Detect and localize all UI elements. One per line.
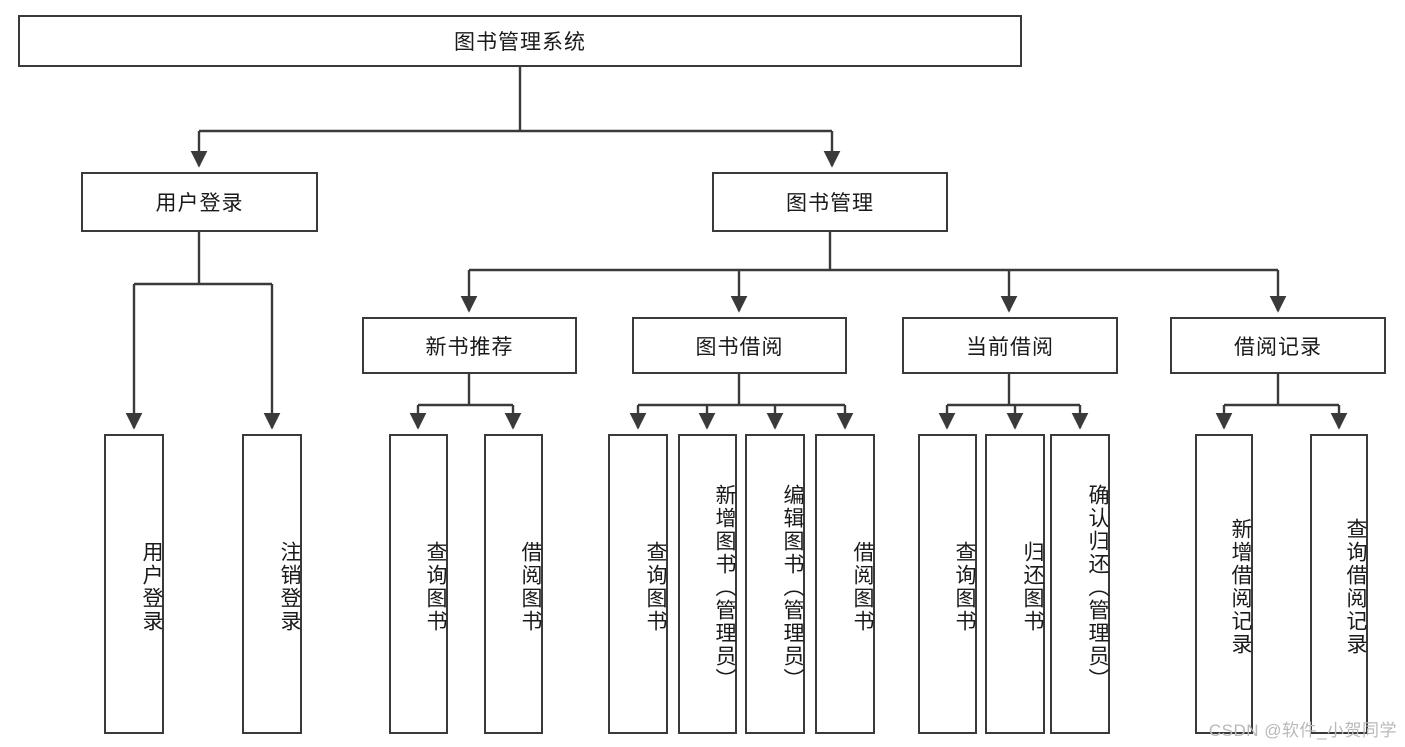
- node-leaf-query-book-current[interactable]: 查询图书: [918, 434, 977, 734]
- node-leaf-borrow-book-rec[interactable]: 借阅图书: [484, 434, 543, 734]
- node-leaf-confirm-return-label: 确认归还（管理员）: [1086, 483, 1109, 691]
- node-leaf-add-book-label: 新增图书（管理员）: [713, 483, 736, 691]
- node-leaf-user-logout[interactable]: 注销登录: [242, 434, 302, 734]
- node-leaf-borrow-book-label: 借阅图书: [851, 541, 874, 633]
- node-leaf-return-book-label: 归还图书: [1021, 541, 1044, 633]
- node-leaf-query-book-rec[interactable]: 查询图书: [389, 434, 448, 734]
- node-leaf-add-borrow-record[interactable]: 新增借阅记录: [1195, 434, 1253, 734]
- node-leaf-add-borrow-record-label: 新增借阅记录: [1229, 518, 1252, 656]
- node-leaf-edit-book-label: 编辑图书（管理员）: [781, 483, 804, 691]
- node-current-borrow[interactable]: 当前借阅: [902, 317, 1118, 374]
- node-leaf-query-book-borrow[interactable]: 查询图书: [608, 434, 668, 734]
- node-user-login-label: 用户登录: [155, 192, 244, 215]
- node-book-manage-label: 图书管理: [786, 192, 874, 215]
- node-book-borrow-label: 图书借阅: [695, 335, 784, 359]
- node-root-label: 图书管理系统: [454, 31, 586, 54]
- node-leaf-query-borrow-record[interactable]: 查询借阅记录: [1310, 434, 1368, 734]
- node-new-book-rec[interactable]: 新书推荐: [362, 317, 577, 374]
- node-leaf-borrow-book-rec-label: 借阅图书: [519, 541, 542, 633]
- node-leaf-user-login[interactable]: 用户登录: [104, 434, 164, 734]
- node-current-borrow-label: 当前借阅: [966, 335, 1054, 359]
- node-leaf-return-book[interactable]: 归还图书: [985, 434, 1045, 734]
- node-leaf-query-book-borrow-label: 查询图书: [644, 541, 667, 633]
- node-root[interactable]: 图书管理系统: [18, 15, 1022, 67]
- node-leaf-user-logout-label: 注销登录: [278, 541, 301, 633]
- node-leaf-add-book[interactable]: 新增图书（管理员）: [678, 434, 737, 734]
- node-user-login[interactable]: 用户登录: [81, 172, 318, 232]
- node-leaf-user-login-label: 用户登录: [140, 541, 163, 633]
- node-book-manage[interactable]: 图书管理: [712, 172, 948, 232]
- node-leaf-query-book-current-label: 查询图书: [953, 541, 976, 633]
- node-leaf-query-book-rec-label: 查询图书: [424, 541, 447, 633]
- node-leaf-query-borrow-record-label: 查询借阅记录: [1344, 518, 1367, 656]
- node-leaf-edit-book[interactable]: 编辑图书（管理员）: [745, 434, 805, 734]
- node-borrow-record[interactable]: 借阅记录: [1170, 317, 1386, 374]
- node-borrow-record-label: 借阅记录: [1234, 335, 1322, 359]
- node-leaf-borrow-book[interactable]: 借阅图书: [815, 434, 875, 734]
- node-new-book-rec-label: 新书推荐: [425, 335, 514, 359]
- node-leaf-confirm-return[interactable]: 确认归还（管理员）: [1050, 434, 1110, 734]
- node-book-borrow[interactable]: 图书借阅: [632, 317, 847, 374]
